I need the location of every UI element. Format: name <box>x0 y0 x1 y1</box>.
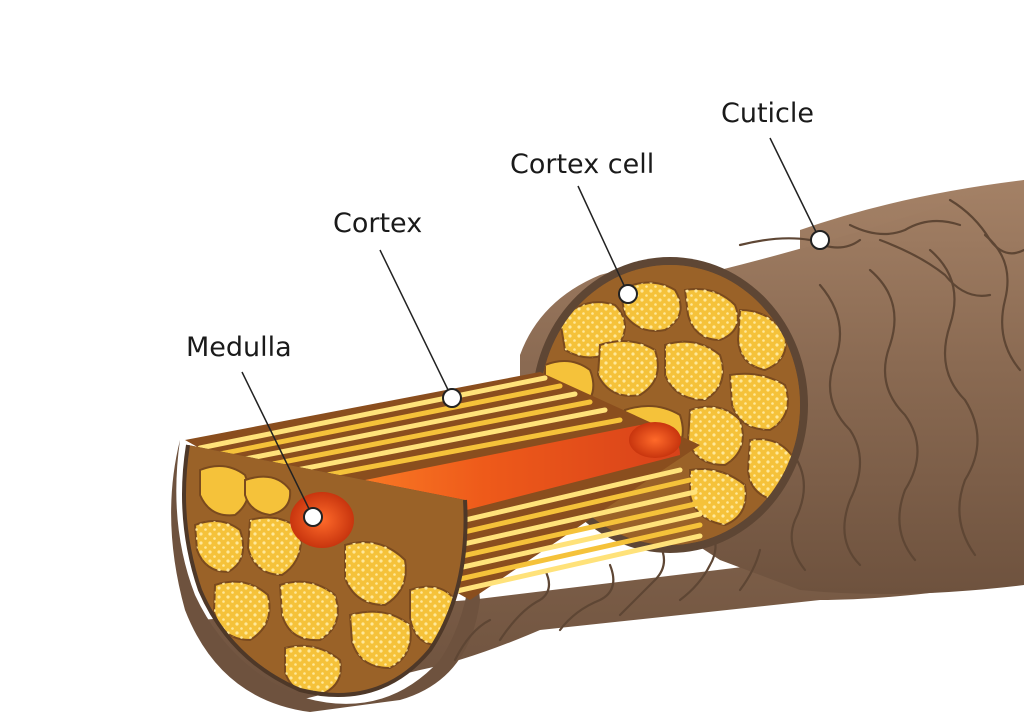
label-cortex-cell: Cortex cell <box>510 149 654 180</box>
marker-dots <box>303 230 830 527</box>
medulla-end <box>629 422 681 458</box>
label-cortex: Cortex <box>333 208 422 239</box>
leader-line-cortex-cell <box>577 185 629 295</box>
cuticle-scales <box>453 198 1024 662</box>
leader-line-medulla <box>241 371 314 518</box>
marker-dot-cortex-cell <box>618 284 638 304</box>
leader-lines <box>241 137 821 518</box>
leader-line-cortex <box>379 249 453 399</box>
marker-dot-cuticle <box>810 230 830 250</box>
marker-dot-medulla <box>303 507 323 527</box>
label-cuticle: Cuticle <box>721 98 814 129</box>
label-medulla: Medulla <box>186 332 292 363</box>
marker-dot-cortex <box>442 388 462 408</box>
leader-line-cuticle <box>769 137 821 241</box>
